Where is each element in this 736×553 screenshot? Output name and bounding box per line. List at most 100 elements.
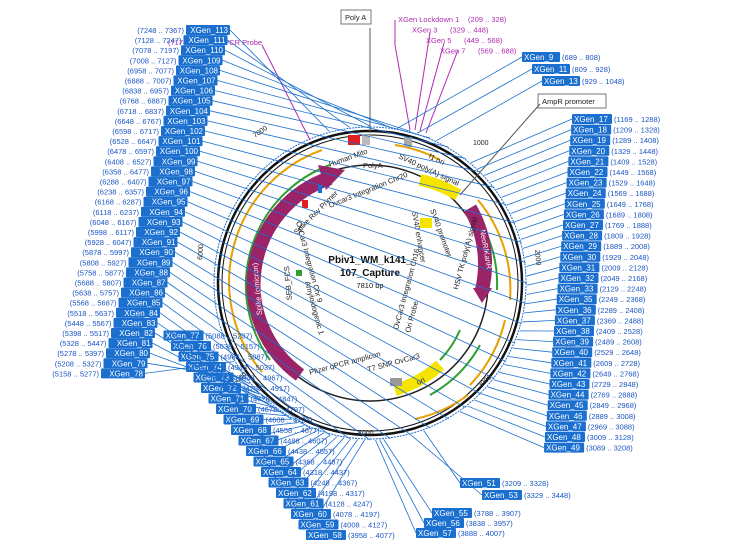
label-name-xgen-61: XGen_61: [286, 500, 320, 509]
leader-xgen-96: [189, 191, 522, 325]
leader-xgen-106: [214, 90, 449, 148]
label-box-xgen-105: [168, 95, 213, 106]
leader-xgen-108: [219, 70, 411, 132]
label-range-xgen-63: (4248 .. 4367): [311, 479, 358, 488]
label-box-xgen-29: [561, 241, 602, 252]
label-box-xgen-63: [268, 477, 309, 488]
label-range-xgen-41: (2609 .. 2728): [593, 359, 640, 368]
label-name-xgen-94: XGen_94: [149, 208, 183, 217]
label-name-xgen-38: XGen_38: [556, 327, 590, 336]
leader-xgen-31: [526, 267, 560, 277]
label-name-xgen-102: XGen_102: [165, 127, 204, 136]
label-range-xgen-102: (6598 .. 6717): [112, 127, 159, 136]
label-box-xgen-39: [553, 336, 594, 347]
label-range-xgen-27: (1769 .. 1888): [605, 221, 652, 230]
label-range-xgen-61: (4128 .. 4247): [326, 500, 373, 509]
label-range-xgen-40: (2529 .. 2648): [594, 348, 641, 357]
label-name-xgen-80: XGen_80: [114, 349, 148, 358]
leader-xgen-80: [149, 352, 260, 395]
leader-xgen-40: [512, 347, 553, 353]
label-range-xgen-91: (5928 .. 6047): [85, 238, 132, 247]
label-name-xgen-17: XGen_17: [574, 115, 608, 124]
leader-xgen-90: [174, 251, 449, 420]
label-range-xgen-33: (2129 .. 2248): [600, 285, 647, 294]
label-name-xgen-77: XGen_77: [166, 332, 200, 341]
label-name-xgen-26: XGen_26: [566, 210, 600, 219]
label-range-xgen-59: (4008 .. 4127): [341, 521, 388, 530]
tick-2000: 2000: [533, 250, 541, 266]
magenta-range-xgen-7: (569 .. 688): [478, 47, 517, 56]
label-box-xgen-93: [138, 216, 183, 227]
leader-xgen-36: [524, 309, 556, 314]
label-range-xgen-66: (4438 .. 4557): [288, 447, 335, 456]
leader-xgen-23: [506, 182, 567, 206]
label-name-xgen-9: XGen_9: [524, 53, 554, 62]
label-range-xgen-76: (5038 .. 5157): [213, 342, 260, 351]
leader-xgen-44: [493, 379, 549, 395]
label-name-xgen-46: XGen_46: [549, 412, 583, 421]
label-range-xgen-104: (6718 .. 6837): [117, 107, 164, 116]
label-range-xgen-70: (4678 .. 4797): [258, 405, 305, 414]
polya-box: [362, 135, 370, 145]
label-box-xgen-66: [246, 446, 286, 456]
leader-xgen-99: [197, 160, 526, 263]
label-name-xgen-31: XGen_31: [561, 263, 595, 272]
label-box-xgen-38: [554, 326, 594, 336]
leader-xgen-43: [499, 371, 550, 385]
label-box-xgen-19: [570, 135, 611, 146]
label-name-xgen-37: XGen_37: [557, 316, 591, 325]
label-box-xgen-22: [567, 167, 608, 177]
plasmid-name-line2: 107_Capture: [340, 268, 400, 279]
label-box-xgen-13: [542, 76, 580, 86]
leader-xgen-84: [159, 312, 330, 435]
label-name-xgen-69: XGen_69: [226, 416, 260, 425]
label-box-xgen-81: [108, 338, 153, 349]
label-box-xgen-87: [123, 277, 168, 288]
label-range-xgen-109: (7008 .. 7127): [130, 56, 177, 65]
leader-xgen-26: [517, 214, 565, 231]
leader-xgen-109: [222, 59, 391, 128]
label-box-xgen-31: [559, 262, 600, 273]
label-name-xgen-24: XGen_24: [568, 189, 602, 198]
leader-xgen-98: [194, 171, 528, 284]
xgen-labels: XGen_9(689 .. 808)XGen_11(809 .. 928)XGe…: [52, 15, 661, 540]
label-range-xgen-55: (3788 .. 3907): [474, 509, 521, 518]
label-name-xgen-105: XGen_105: [172, 97, 211, 106]
label-range-xgen-29: (1889 .. 2008): [603, 242, 650, 251]
leader-xgen-107: [217, 80, 431, 139]
label-name-xgen-21: XGen_21: [570, 157, 604, 166]
label-range-xgen-56: (3838 .. 3957): [466, 519, 513, 528]
spike-omicron-arrow: [246, 171, 333, 381]
orange-arc-right-1: [477, 199, 512, 301]
leader-xgen-42: [504, 364, 551, 374]
tick-6000: 6000: [197, 244, 205, 260]
green-box: [296, 270, 302, 276]
label-box-xgen-65: [253, 456, 294, 467]
label-range-xgen-30: (1929 .. 2048): [602, 253, 649, 262]
label-range-xgen-42: (2649 .. 2768): [592, 369, 639, 378]
label-range-xgen-89: (5808 .. 5927): [80, 258, 127, 267]
label-name-xgen-19: XGen_19: [572, 136, 606, 145]
label-name-xgen-51: XGen_51: [462, 479, 496, 488]
label-box-xgen-28: [562, 230, 603, 241]
label-box-xgen-109: [178, 55, 223, 66]
label-name-xgen-40: XGen_40: [554, 348, 588, 357]
leader-xgen-11: [417, 68, 533, 134]
label-name-xgen-76: XGen_76: [173, 342, 207, 351]
label-range-xgen-64: (4318 .. 4437): [303, 468, 350, 477]
dpcr-probe-line: [261, 44, 311, 141]
leader-xgen-56: [379, 439, 425, 524]
label-name-xgen-109: XGen_109: [182, 56, 221, 65]
label-box-xgen-113: [186, 25, 230, 35]
label-box-xgen-62: [276, 488, 316, 498]
label-box-xgen-25: [564, 198, 605, 209]
label-name-xgen-100: XGen_100: [160, 147, 199, 156]
leader-xgen-103: [207, 120, 495, 188]
label-name-xgen-28: XGen_28: [564, 232, 598, 241]
label-name-xgen-11: XGen_11: [534, 65, 568, 74]
label-box-xgen-107: [173, 75, 218, 86]
label-name-xgen-63: XGen_63: [271, 479, 305, 488]
leader-xgen-95: [187, 201, 516, 344]
label-range-xgen-111: (7128 .. 7247): [135, 36, 182, 45]
leader-xgen-93: [182, 221, 495, 379]
